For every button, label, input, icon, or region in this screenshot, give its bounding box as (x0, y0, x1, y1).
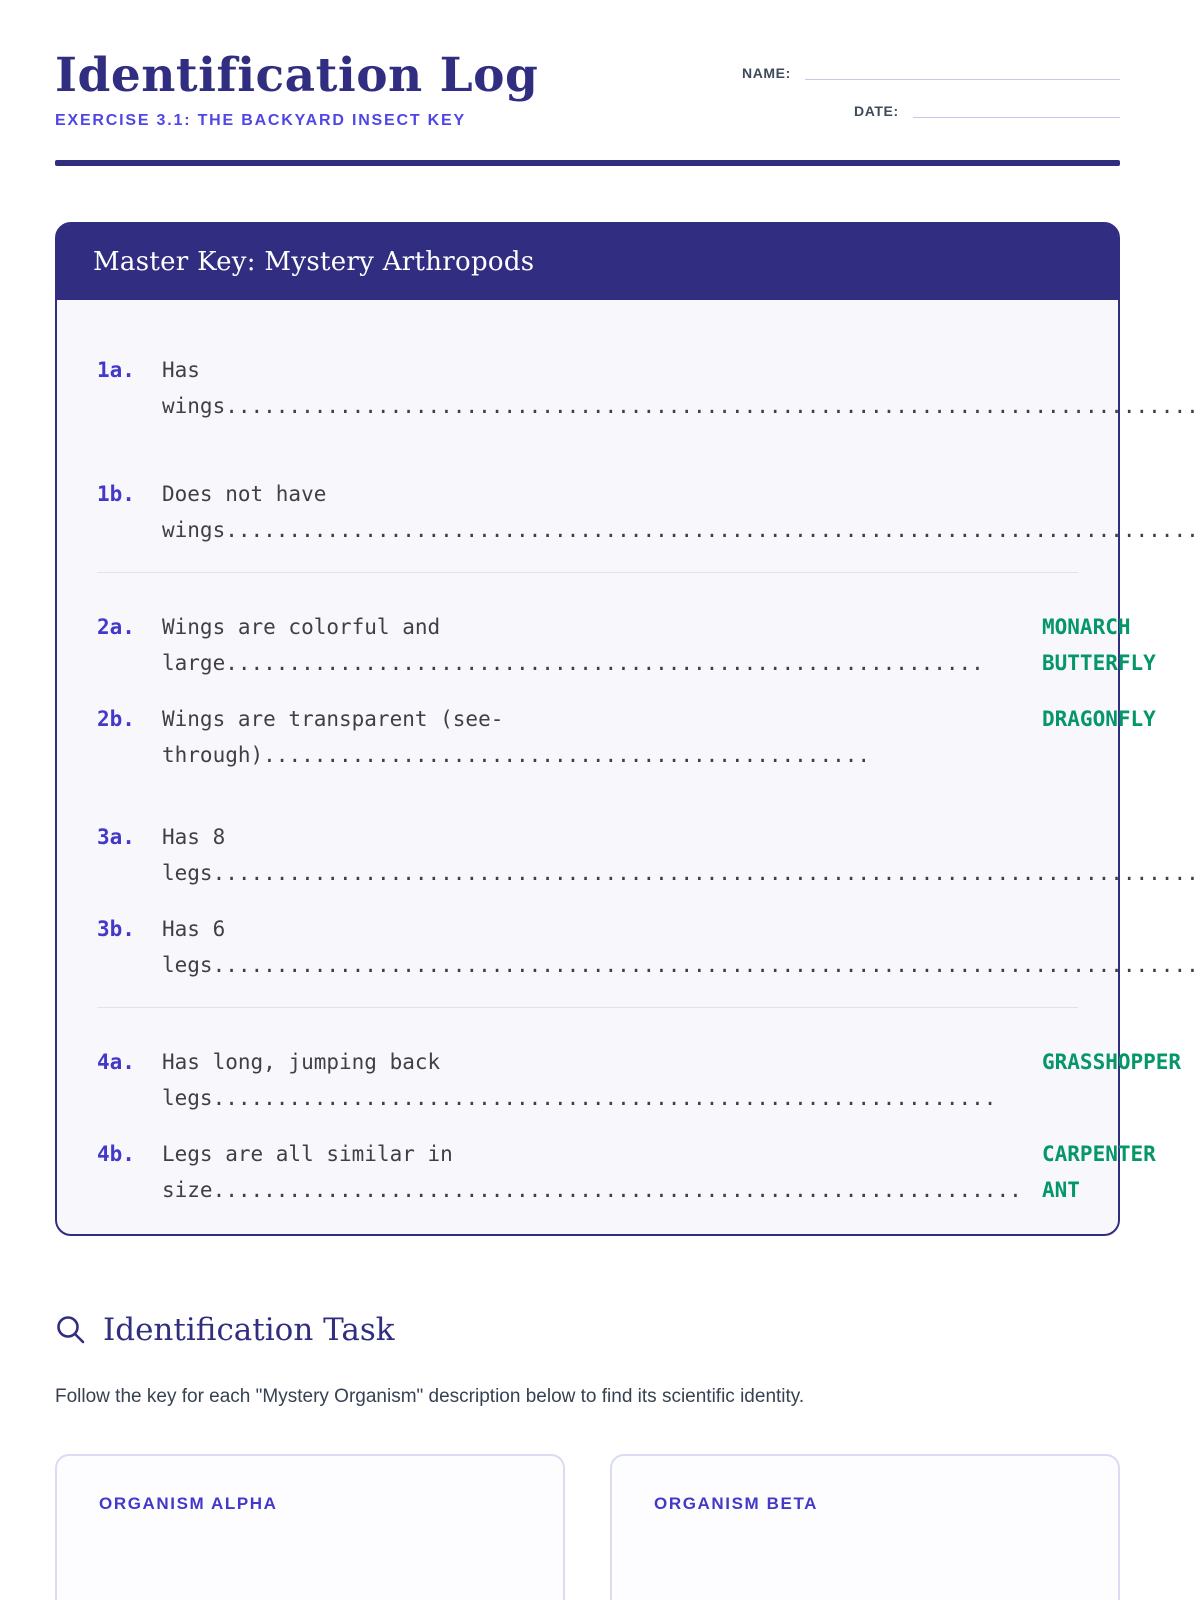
dot-leader: ........................................… (263, 743, 871, 767)
key-item-answer: GRASSHOPPER (1042, 1050, 1182, 1074)
dot-leader: ........................................… (212, 861, 1200, 885)
key-item-number: 3a. (97, 825, 135, 849)
key-item: 4a. Has long, jumping back legs.........… (97, 1044, 1181, 1116)
task-instructions: Follow the key for each "Mystery Organis… (55, 1386, 805, 1407)
key-item: 3a. Has 8 legs..........................… (97, 819, 1200, 891)
title-block: Identification Log EXERCISE 3.1: THE BAC… (55, 50, 538, 130)
key-item-label: Wings are transparent (see-through) (162, 707, 504, 767)
header: Identification Log EXERCISE 3.1: THE BAC… (55, 50, 1120, 142)
key-item-number: 1a. (97, 358, 135, 382)
key-item-answer: MONARCH BUTTERFLY (1042, 615, 1156, 675)
key-item-label: Legs are all similar in size (162, 1142, 453, 1202)
key-item-number: 4a. (97, 1050, 135, 1074)
page-title: Identification Log (55, 48, 539, 103)
exercise-subtitle: EXERCISE 3.1: THE BACKYARD INSECT KEY (55, 111, 466, 129)
key-item-label: Has wings (162, 358, 226, 418)
search-icon (55, 1314, 87, 1346)
dot-leader: ........................................… (212, 953, 1200, 977)
key-divider (97, 572, 1078, 573)
key-item-number: 4b. (97, 1142, 135, 1166)
key-item-label: Has 8 legs (162, 825, 226, 885)
organism-alpha-label: ORGANISM ALPHA (99, 1494, 278, 1513)
date-label: DATE: (854, 103, 899, 119)
date-field-line[interactable] (912, 104, 1120, 118)
key-item-number: 2a. (97, 615, 135, 639)
key-item-number: 3b. (97, 917, 135, 941)
key-item: 3b. Has 6 legs..........................… (97, 911, 1200, 983)
key-item-number: 2b. (97, 707, 135, 731)
key-item-text: Has 8 legs..............................… (162, 819, 1200, 891)
key-item-label: Has long, jumping back legs (162, 1050, 441, 1110)
key-item-answer: DRAGONFLY (1042, 707, 1156, 731)
key-item-label: Has 6 legs (162, 917, 226, 977)
master-key-card: Master Key: Mystery Arthropods 1a. Has w… (55, 222, 1200, 1236)
key-item-text: Has 6 legs..............................… (162, 911, 1200, 983)
key-item: 2b. Wings are transparent (see-through).… (97, 701, 1156, 773)
key-item-text: Does not have wings.....................… (162, 476, 1200, 548)
master-key-body: 1a. Has wings...........................… (57, 300, 1200, 1234)
key-item-answer: CARPENTER ANT (1042, 1142, 1156, 1202)
task-section: Identification Task Follow the key for e… (55, 1312, 1120, 1600)
key-item: 1b. Does not have wings.................… (97, 476, 1200, 548)
name-field-line[interactable] (804, 66, 1120, 80)
key-item-text: Wings are transparent (see-through).....… (162, 701, 1022, 773)
key-item-label: Wings are colorful and large (162, 615, 441, 675)
organism-card-beta: ORGANISM BETA (610, 1454, 1120, 1600)
key-divider (97, 1007, 1078, 1008)
master-key-header: Master Key: Mystery Arthropods (57, 224, 1118, 300)
name-label: NAME: (742, 65, 791, 81)
date-field-row: DATE: (742, 104, 1120, 118)
name-field-row: NAME: (742, 66, 1120, 80)
organism-grid: ORGANISM ALPHA ORGANISM BETA (55, 1454, 1120, 1600)
organism-card-alpha: ORGANISM ALPHA (55, 1454, 565, 1600)
key-item-text: Wings are colorful and large............… (162, 609, 1022, 681)
key-item-text: Has long, jumping back legs.............… (162, 1044, 1022, 1116)
key-item-label: Does not have wings (162, 482, 327, 542)
header-fields: NAME: DATE: (742, 50, 1120, 142)
dot-leader: ........................................… (225, 394, 1200, 418)
header-rule (55, 160, 1120, 166)
key-item-number: 1b. (97, 482, 135, 506)
key-item-text: Legs are all similar in size............… (162, 1136, 1022, 1208)
master-key-title: Master Key: Mystery Arthropods (93, 247, 535, 277)
task-heading: Identification Task (103, 1312, 395, 1348)
dot-leader: ........................................… (225, 651, 984, 675)
key-item: 2a. Wings are colorful and large........… (97, 609, 1156, 681)
key-item-text: Has wings...............................… (162, 352, 1200, 424)
dot-leader: ........................................… (225, 518, 1200, 542)
task-heading-row: Identification Task (55, 1312, 1120, 1348)
dot-leader: ........................................… (212, 1178, 1022, 1202)
dot-leader: ........................................… (212, 1086, 997, 1110)
key-item: 4b. Legs are all similar in size........… (97, 1136, 1156, 1208)
key-item: 1a. Has wings...........................… (97, 352, 1200, 424)
organism-beta-label: ORGANISM BETA (654, 1494, 819, 1513)
